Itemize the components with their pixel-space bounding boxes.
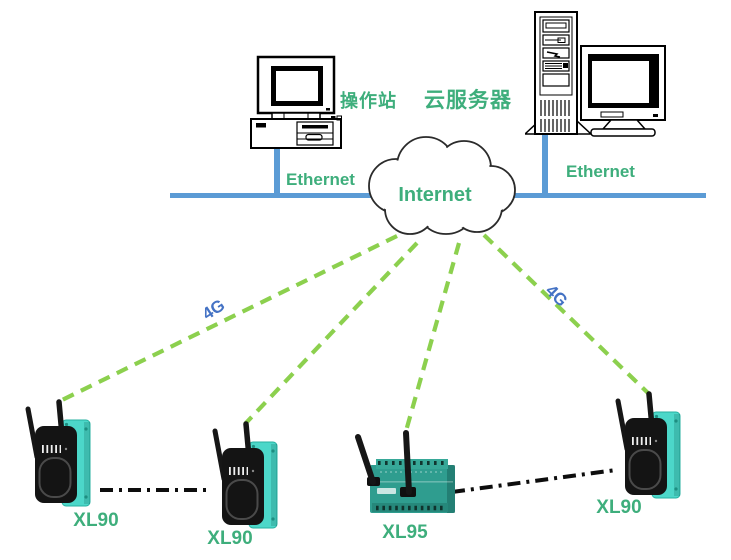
cloud-outline	[368, 136, 516, 235]
device-label-xl90-1: XL90	[73, 510, 119, 531]
server-drop-line	[542, 132, 548, 196]
internet-cloud	[368, 136, 516, 235]
device-label-xl90-2: XL90	[207, 528, 253, 549]
4g-link-device1	[57, 234, 398, 404]
ethernet-label-right: Ethernet	[566, 162, 635, 181]
cloud-server-icon	[525, 11, 666, 137]
workstation-label: 操作站	[340, 91, 397, 111]
4g-link-device2	[243, 241, 419, 426]
internet-label: Internet	[398, 184, 472, 206]
serial-link-right	[451, 468, 617, 494]
device-label-xl90-4: XL90	[596, 497, 642, 518]
workstation-drop-line	[274, 146, 280, 196]
device-label-xl95: XL95	[382, 522, 428, 543]
4g-link-device4	[482, 233, 650, 395]
cloud-server-label: 云服务器	[424, 89, 512, 112]
workstation-icon	[250, 55, 342, 149]
ethernet-label-left: Ethernet	[286, 170, 355, 189]
xl90-device-1	[18, 393, 108, 528]
xl95-device	[355, 430, 455, 513]
4g-link-device3	[403, 242, 462, 432]
